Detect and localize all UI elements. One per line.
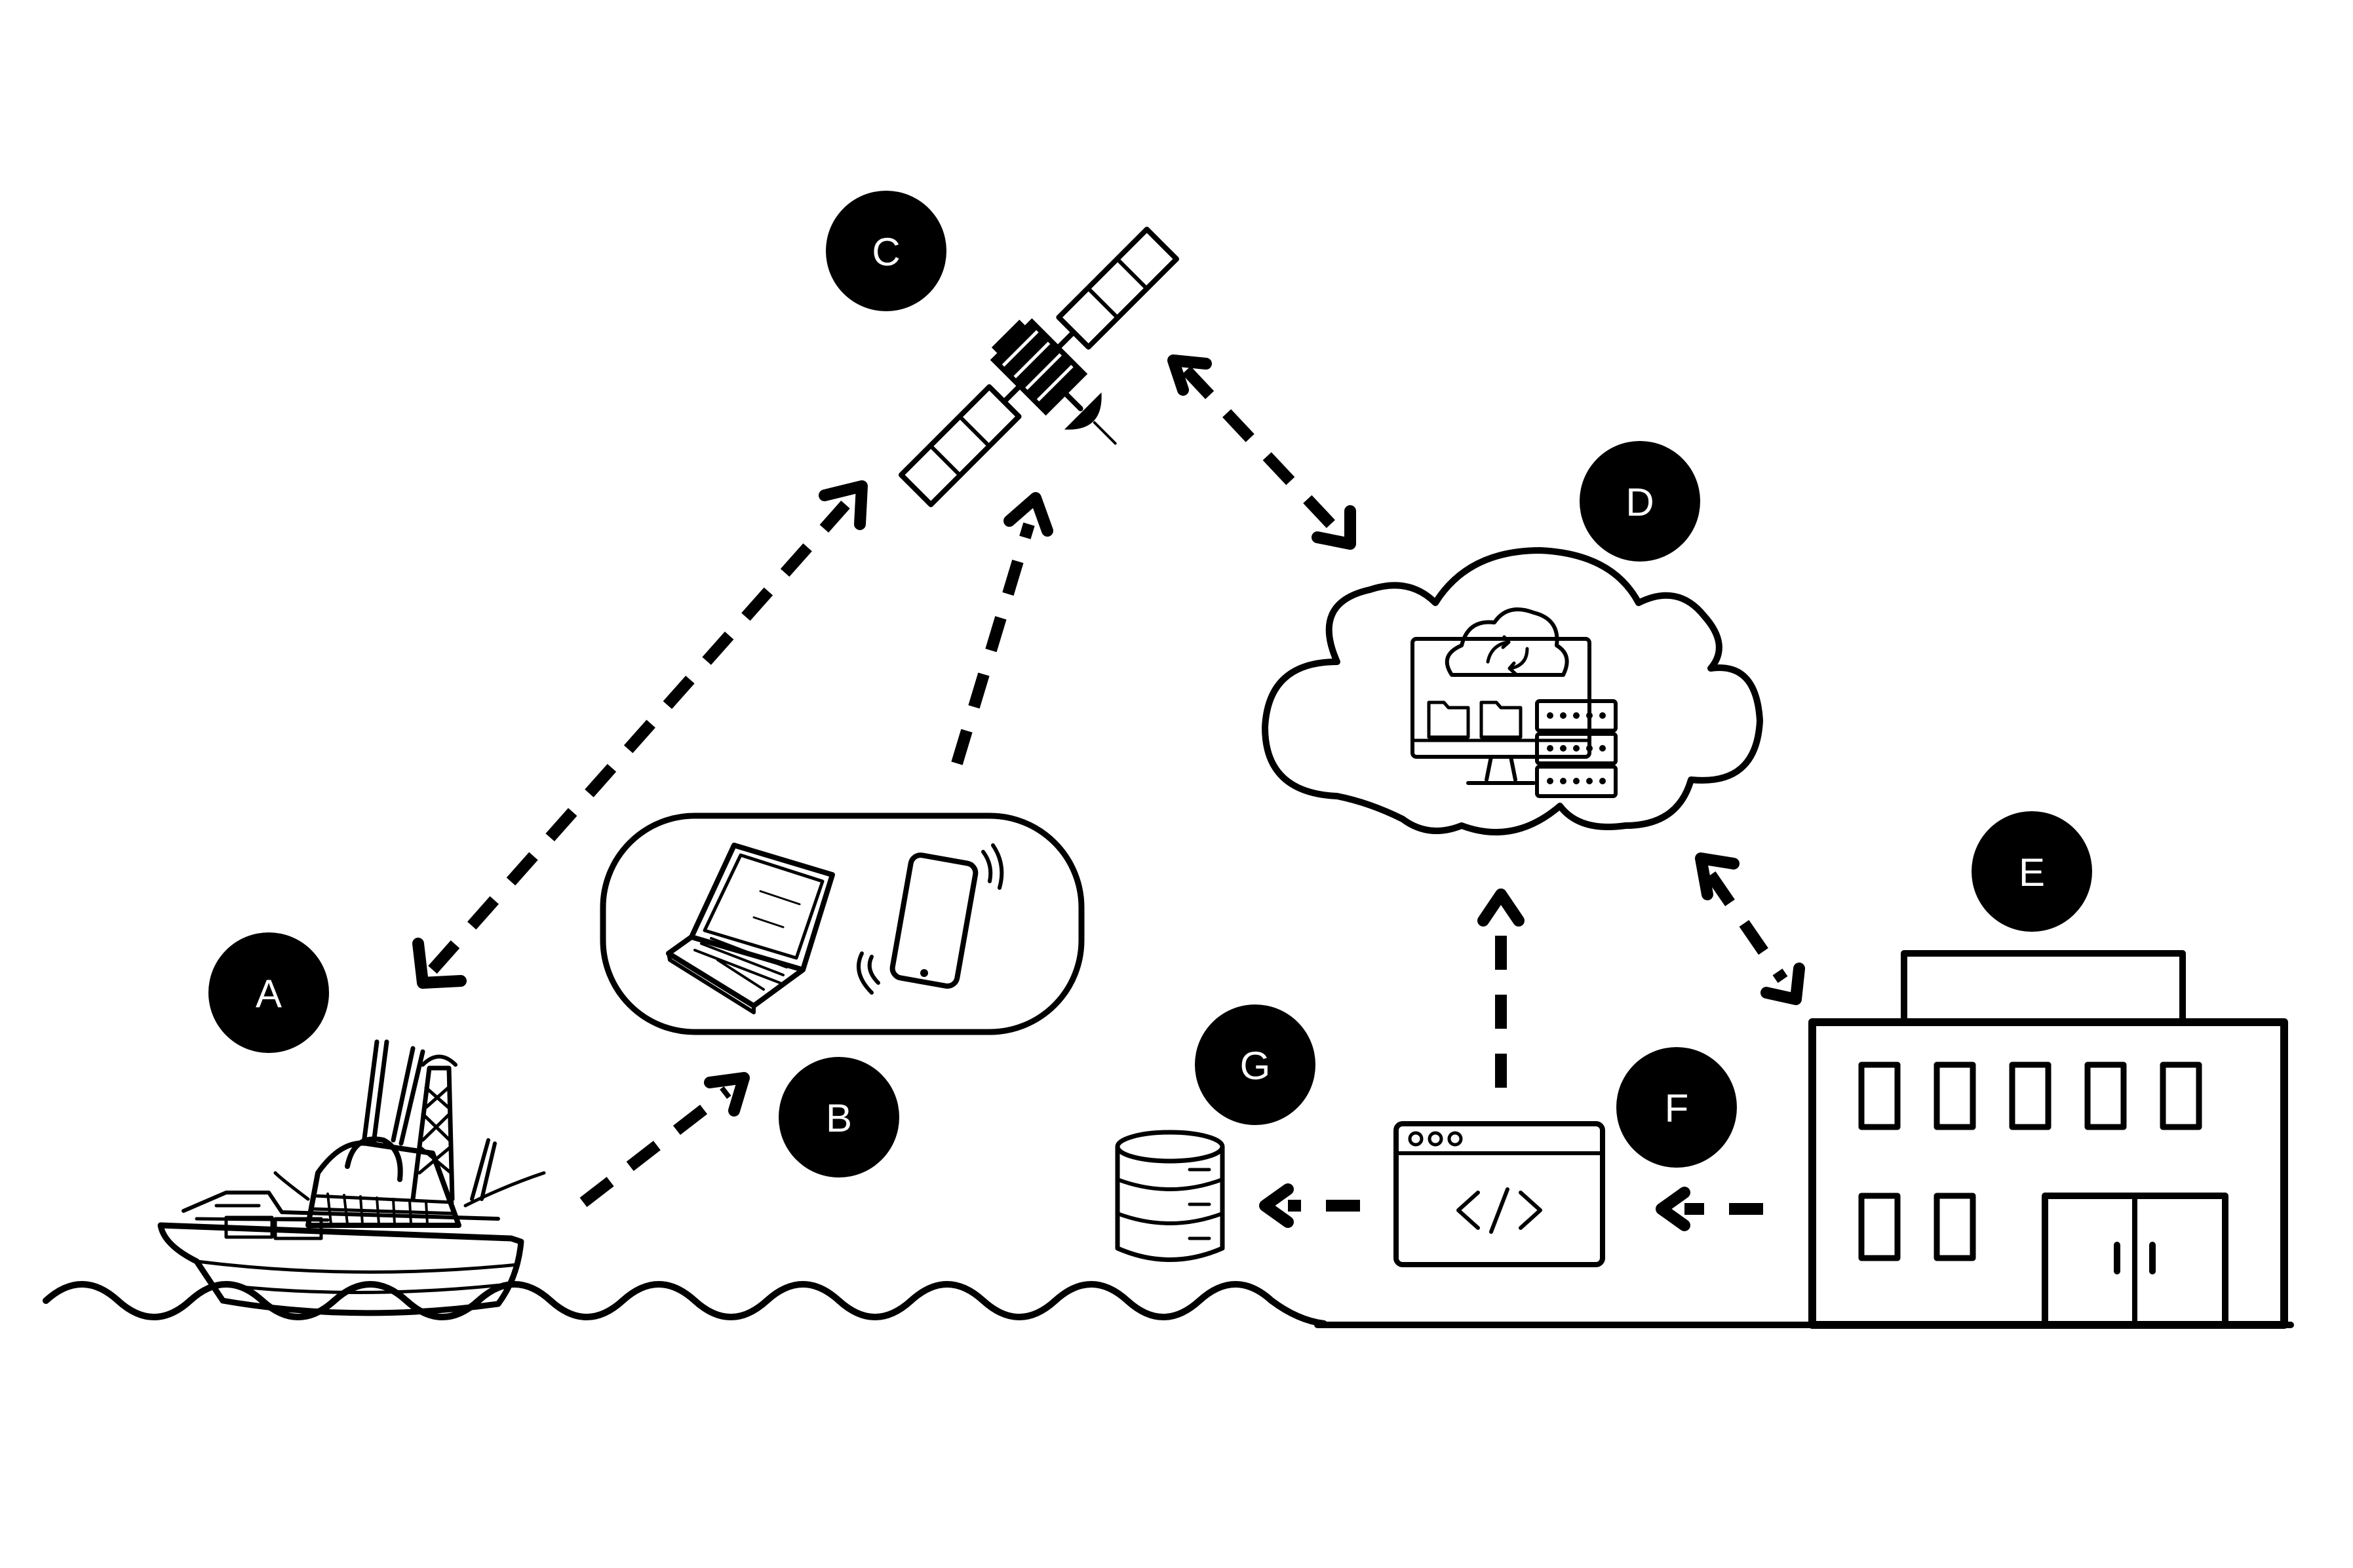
label-f: F: [1616, 1047, 1737, 1168]
devices-group: [600, 813, 1085, 1035]
arrow-f-g: [1259, 1183, 1360, 1228]
satellite-icon: [898, 226, 1180, 508]
arrow-b-c: [951, 492, 1053, 765]
cloud-outline: [1262, 547, 1763, 835]
label-e: E: [1972, 811, 2092, 932]
arrow-f-d: [1477, 889, 1525, 1088]
arrow-e-f: [1656, 1187, 1763, 1231]
office-building-icon: [1808, 950, 2288, 1329]
label-a-text: A: [256, 972, 282, 1016]
fishing-boat-icon: [157, 1039, 546, 1316]
phone-icon: [857, 843, 1004, 995]
label-b: B: [779, 1057, 899, 1177]
arrow-a-b: [579, 1072, 750, 1208]
label-c-text: C: [872, 230, 900, 274]
arrow-c-d: [1167, 354, 1356, 550]
label-c: C: [826, 191, 946, 311]
cloud-server-icon: [1262, 547, 1763, 835]
database-icon: [1115, 1130, 1225, 1262]
label-b-text: B: [826, 1096, 852, 1140]
devices-container: [600, 813, 1085, 1035]
label-e-text: E: [2019, 851, 2045, 894]
arrow-d-e: [1695, 852, 1805, 1005]
label-d: D: [1580, 441, 1700, 562]
laptop-icon: [666, 843, 835, 1014]
label-g: G: [1195, 1004, 1315, 1125]
arrow-a-c: [412, 480, 868, 989]
label-f-text: F: [1665, 1086, 1689, 1130]
label-g-text: G: [1240, 1044, 1271, 1088]
label-d-text: D: [1625, 480, 1654, 524]
code-window-icon: [1393, 1121, 1605, 1267]
label-a: A: [208, 932, 329, 1053]
sea-waves: [43, 1281, 1327, 1327]
